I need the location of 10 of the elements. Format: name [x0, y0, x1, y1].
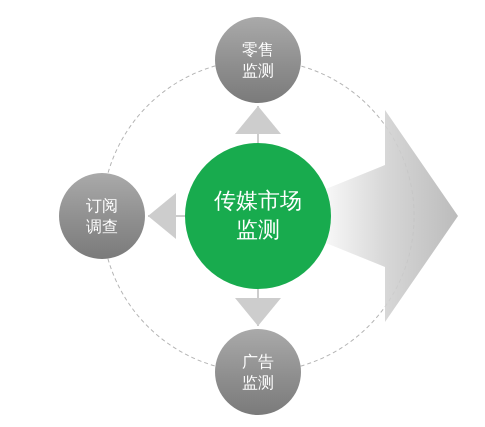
node-label: 传媒市场监测: [213, 188, 303, 245]
arrow: [235, 106, 281, 143]
node-label: 订阅调查: [85, 195, 119, 237]
arrow: [148, 193, 185, 239]
block-arrow: [326, 110, 458, 322]
node-label: 零售监测: [241, 39, 275, 81]
node-label: 广告监测: [241, 351, 275, 393]
arrow: [235, 289, 281, 326]
dashed-arc: [107, 65, 216, 174]
dashed-arc: [107, 258, 216, 367]
